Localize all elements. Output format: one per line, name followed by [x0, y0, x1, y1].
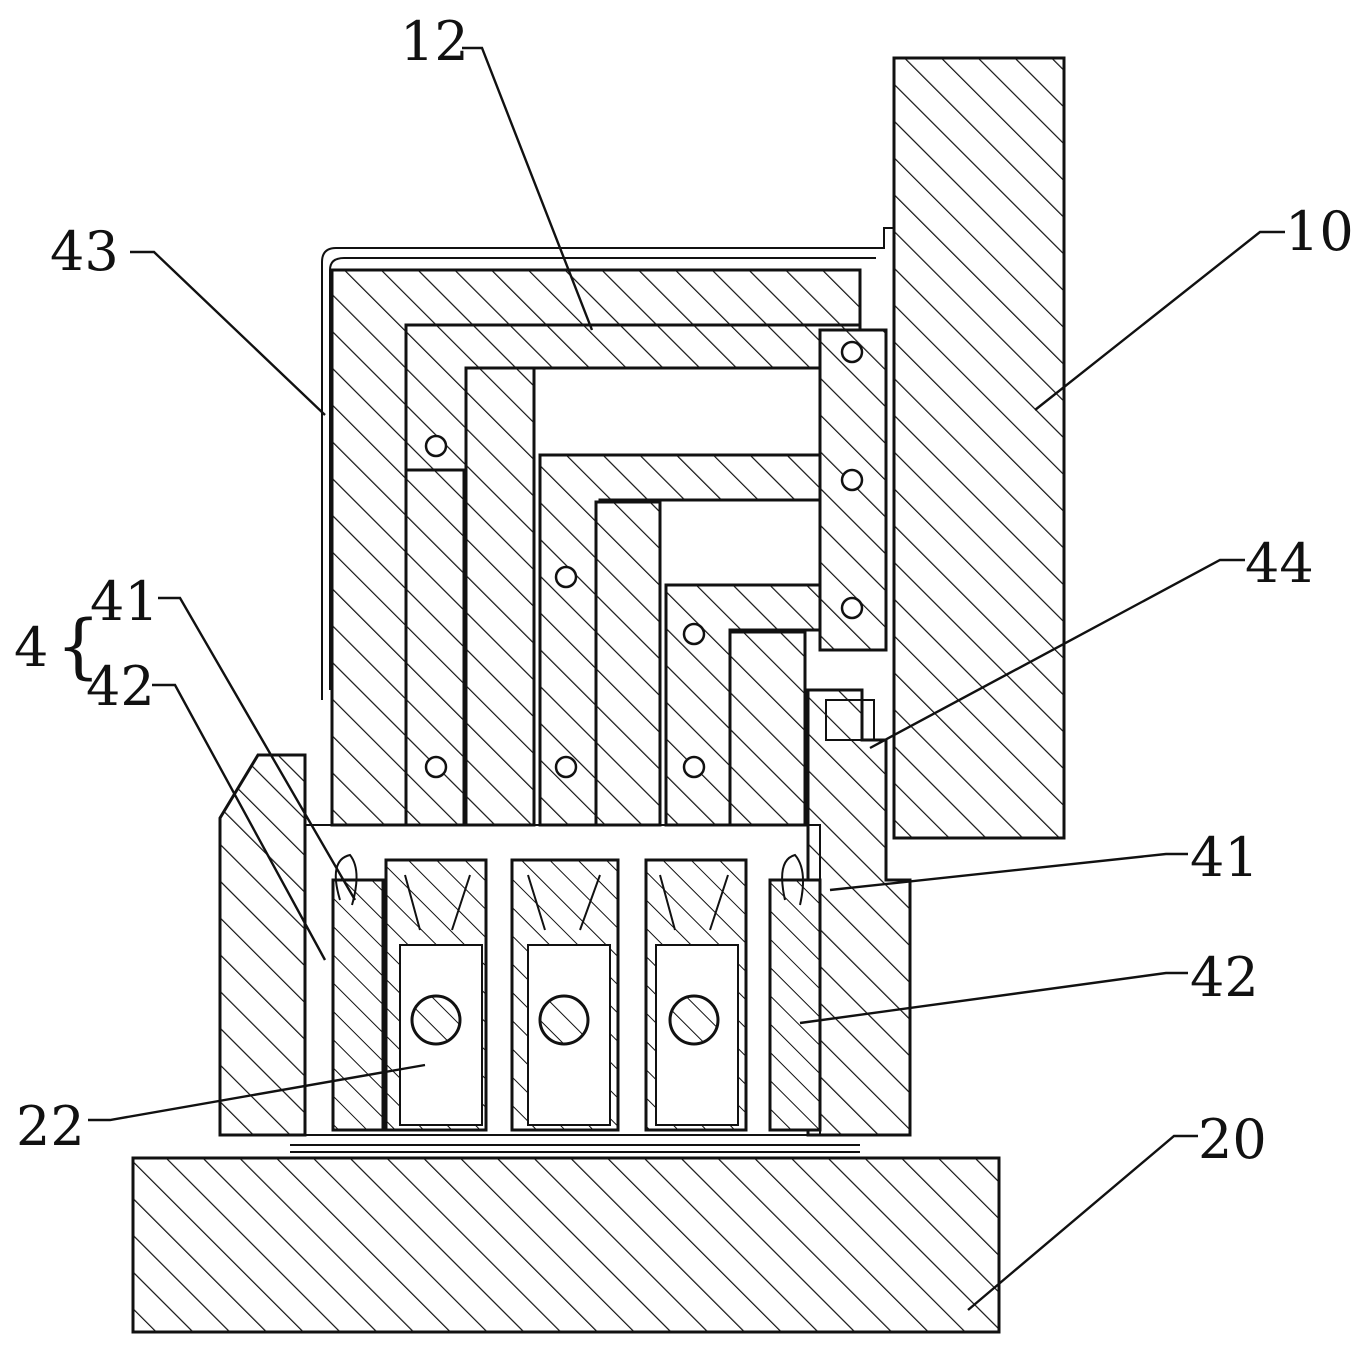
- hole: [840, 596, 864, 620]
- outer-shell-43-inner: [329, 257, 876, 690]
- label-42-right: 42: [1190, 946, 1259, 1009]
- base-strip: [290, 1144, 860, 1153]
- spring-contact: [527, 874, 601, 931]
- leader-20: [967, 1134, 1198, 1311]
- leader-12: [462, 46, 594, 331]
- spring-contact: [404, 874, 471, 931]
- pillar-3: [594, 500, 662, 827]
- pillar-2: [464, 366, 536, 827]
- leader-41-right: [829, 852, 1188, 892]
- hole: [554, 755, 578, 779]
- left-housing: [218, 753, 307, 1137]
- brace-4: {: [56, 605, 101, 687]
- leader-44: [869, 558, 1245, 750]
- leader-41-left: [158, 596, 357, 901]
- leader-42-right: [799, 971, 1188, 1025]
- right-housing: [806, 688, 912, 1137]
- hole: [424, 755, 448, 779]
- outer-shell-43: [321, 227, 894, 700]
- spring-contact: [781, 853, 805, 906]
- label-43: 43: [50, 220, 119, 283]
- hole: [682, 755, 706, 779]
- hole: [554, 565, 578, 589]
- leader-10: [1034, 230, 1285, 411]
- label-41-left: 41: [90, 570, 159, 633]
- label-12: 12: [400, 10, 469, 73]
- board-20: [131, 1156, 1001, 1334]
- label-22: 22: [16, 1095, 85, 1158]
- hole: [682, 622, 706, 646]
- terminal-cavity-3: [655, 944, 739, 1126]
- label-44: 44: [1245, 532, 1314, 595]
- left-terminal-wall: [331, 878, 385, 1132]
- right-terminal-wall: [768, 878, 822, 1132]
- label-4: 4: [14, 616, 48, 679]
- spring-contact: [334, 853, 358, 906]
- label-41-right: 41: [1190, 826, 1259, 889]
- label-20: 20: [1198, 1108, 1267, 1171]
- pillar-4: [728, 630, 807, 827]
- hole: [424, 434, 448, 458]
- leader-22: [88, 1063, 426, 1122]
- spring-contact: [659, 874, 729, 931]
- terminal-bulb: [668, 994, 720, 1046]
- leader-43: [130, 250, 326, 416]
- label-10: 10: [1285, 200, 1354, 263]
- hole: [840, 340, 864, 364]
- contact-44: [825, 699, 875, 741]
- terminal-bulb: [538, 994, 590, 1046]
- hole: [840, 468, 864, 492]
- label-42-left: 42: [86, 655, 155, 718]
- terminal-bulb: [410, 994, 462, 1046]
- plate-10: [892, 56, 1066, 840]
- leader-42-left: [152, 683, 327, 961]
